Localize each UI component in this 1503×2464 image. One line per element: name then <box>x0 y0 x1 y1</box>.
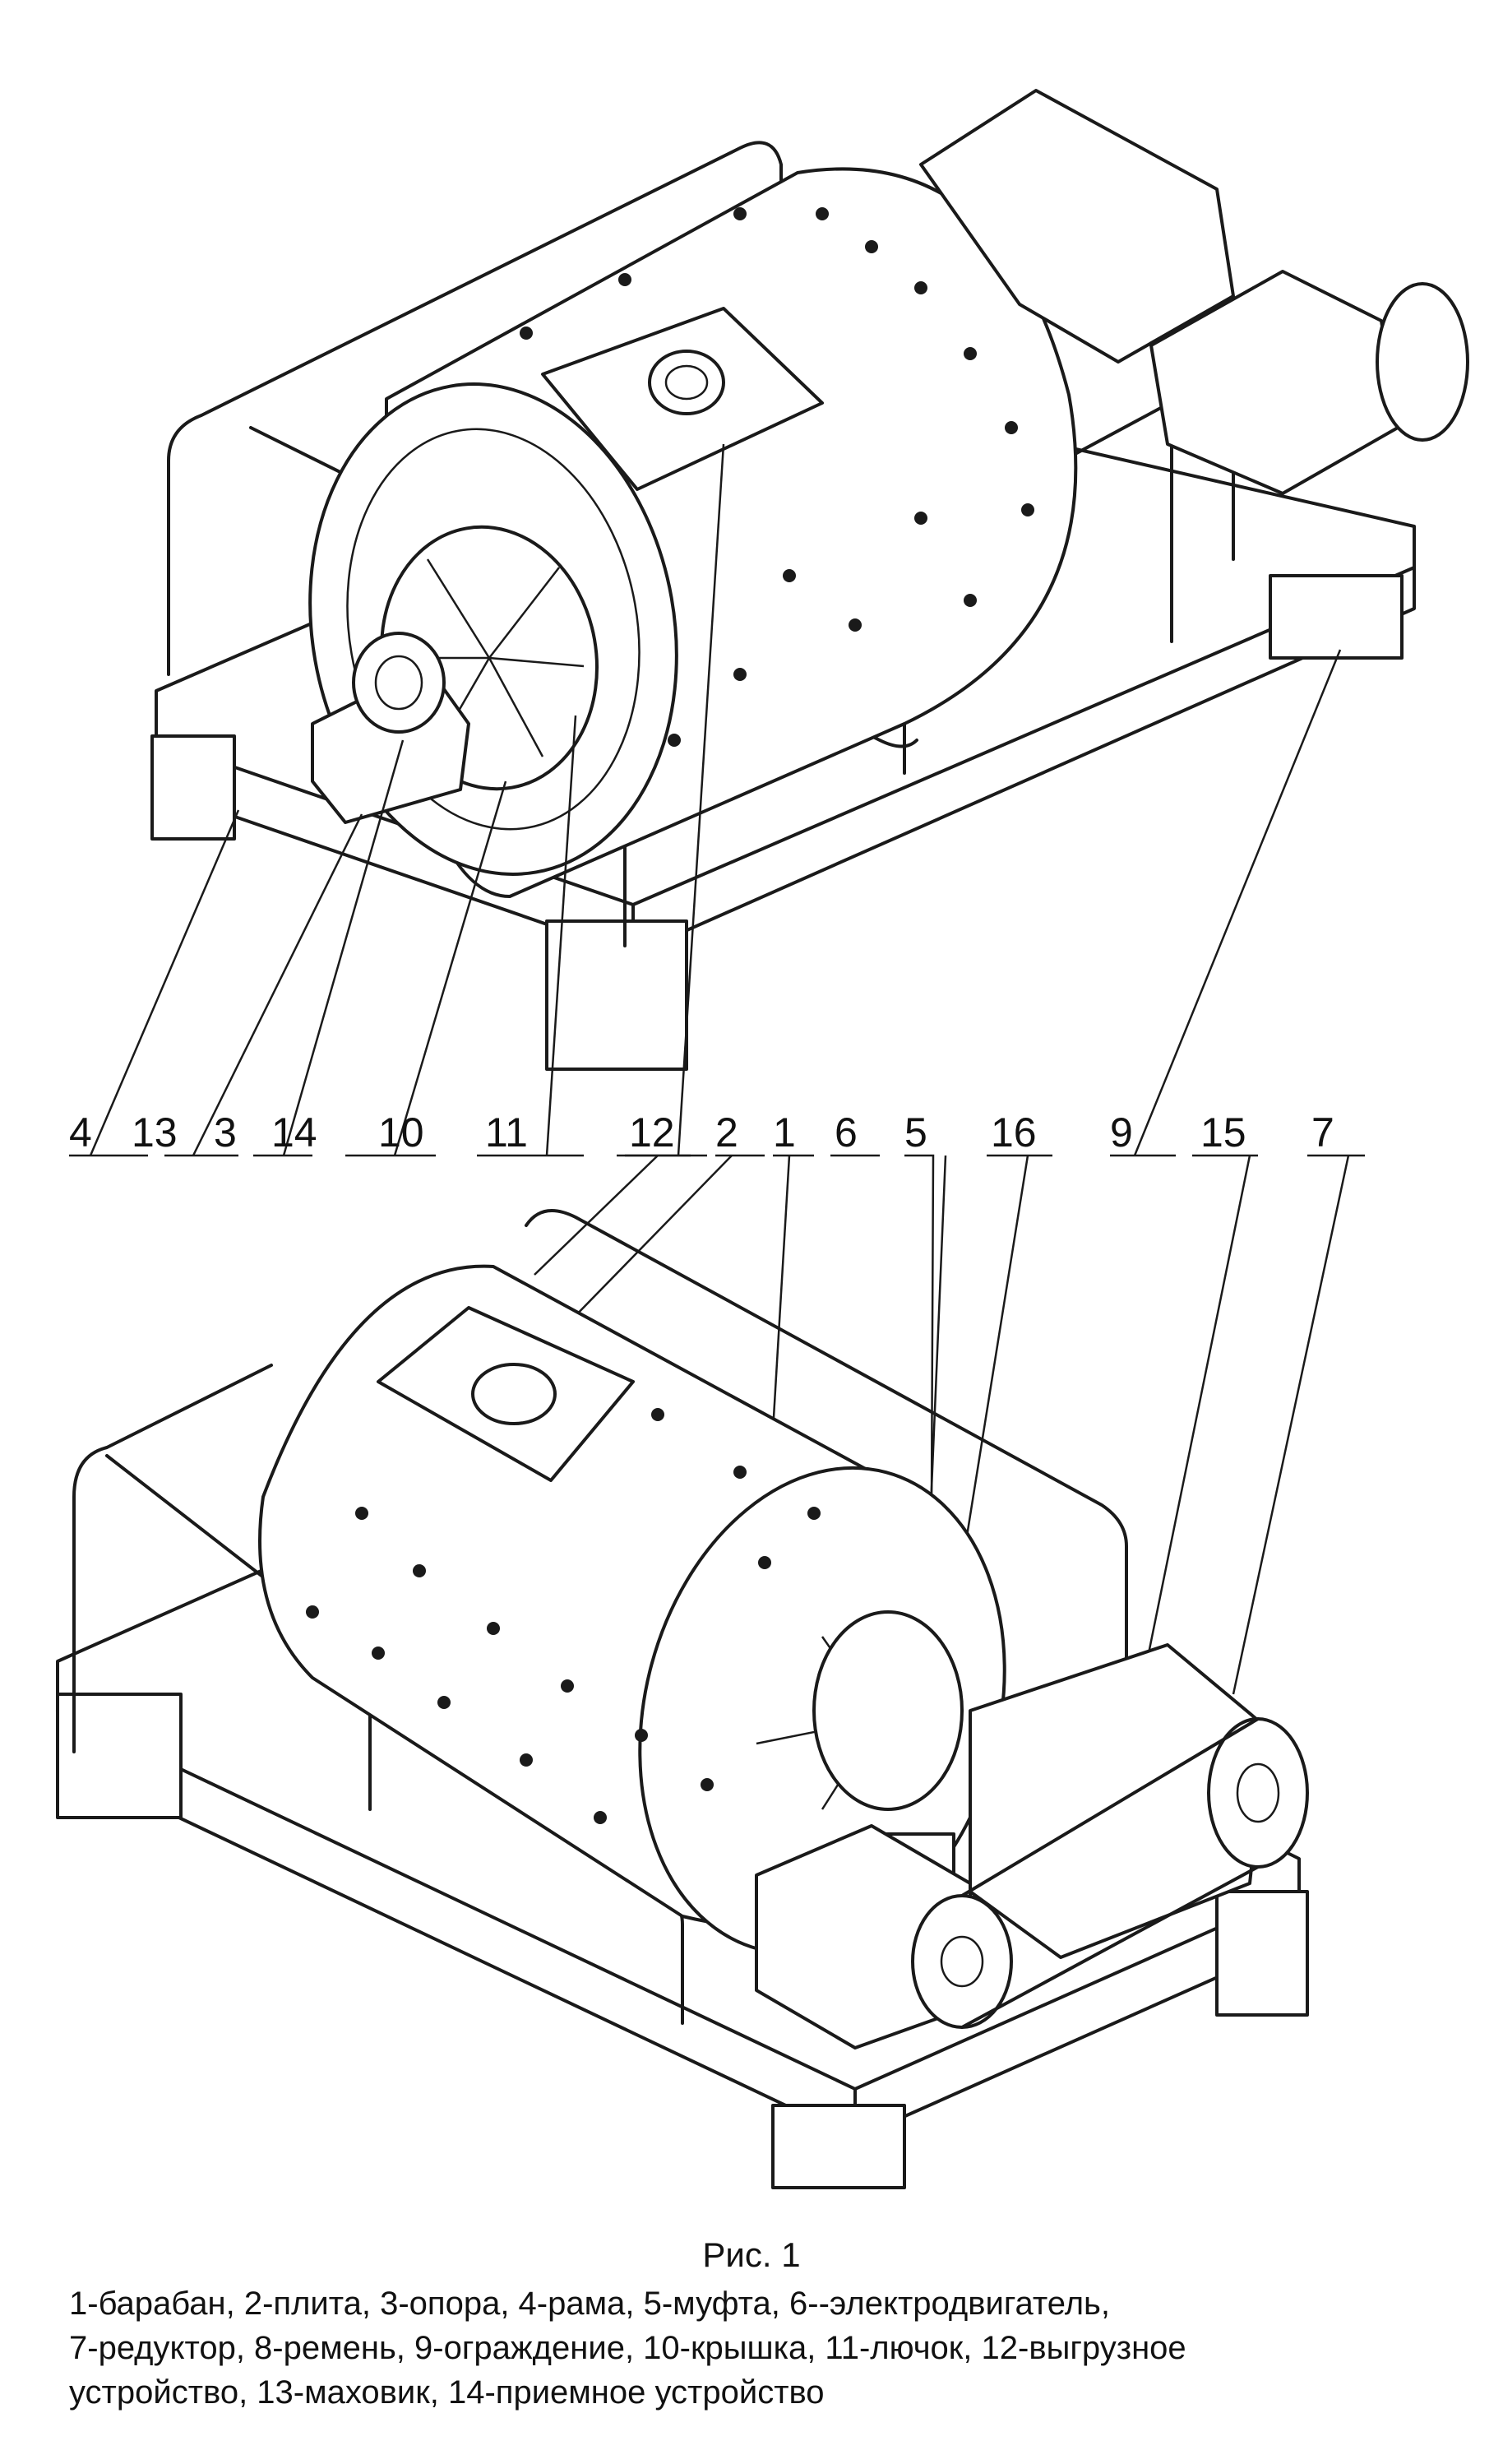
top-flywheel <box>352 632 446 734</box>
callout-5: 5 <box>904 1109 927 1156</box>
top-hatch-lid <box>648 350 725 415</box>
bottom-hatch-lid <box>471 1363 557 1425</box>
bottom-foot-front <box>771 2104 906 2189</box>
top-gearbox <box>919 89 1235 364</box>
callout-4: 4 <box>69 1109 92 1156</box>
bottom-leader-lines <box>534 1154 1365 2016</box>
bottom-foot-left <box>56 1693 183 1819</box>
callout-15: 15 <box>1200 1109 1246 1156</box>
callout-numbers: 4 13 3 14 10 11 12 2 1 6 5 16 9 15 7 <box>69 1109 1334 1156</box>
callout-13: 13 <box>132 1109 178 1156</box>
callout-12: 12 <box>629 1109 675 1156</box>
top-guard-rail-mid <box>249 426 918 748</box>
bottom-foot-right <box>1215 1890 1309 2017</box>
figure-legend: 1-барабан, 2-плита, 3-опора, 4-рама, 5-м… <box>69 2281 1467 2415</box>
callout-16: 16 <box>991 1109 1037 1156</box>
bottom-guard-rail-left <box>72 1364 273 1753</box>
top-foot-left <box>150 734 236 841</box>
mill-drawing: 4 13 3 14 10 11 12 2 1 6 5 16 9 15 7 <box>56 89 1469 2189</box>
bottom-guard-rail-back <box>525 1209 1128 1679</box>
top-leader-lines <box>69 443 1342 1157</box>
callout-7: 7 <box>1311 1109 1334 1156</box>
callout-9: 9 <box>1110 1109 1133 1156</box>
top-view-mill <box>150 89 1469 1071</box>
callout-1: 1 <box>773 1109 796 1156</box>
bottom-belt-lower <box>960 1865 1260 2029</box>
callout-11: 11 <box>485 1109 528 1156</box>
top-foot-front <box>545 919 688 1071</box>
legend-line-2: 7-редуктор, 8-ремень, 9-ограждение, 10-к… <box>69 2330 1186 2366</box>
callout-14: 14 <box>271 1109 317 1156</box>
bottom-belt-upper <box>960 1717 1260 1897</box>
callout-2: 2 <box>715 1109 738 1156</box>
legend-line-1: 1-барабан, 2-плита, 3-опора, 4-рама, 5-м… <box>69 2286 1110 2322</box>
top-foot-right <box>1269 574 1404 660</box>
bottom-coupling <box>812 1610 964 1811</box>
legend-line-3: устройство, 13-маховик, 14-приемное устр… <box>69 2374 825 2411</box>
top-guard-rail-back <box>167 141 783 676</box>
callout-6: 6 <box>835 1109 858 1156</box>
callout-3: 3 <box>214 1109 237 1156</box>
top-belt-guard <box>1376 282 1469 442</box>
bottom-view-mill <box>56 1209 1309 2189</box>
bottom-hatch-plate <box>377 1306 635 1482</box>
figure-caption: Рис. 1 <box>702 2235 801 2274</box>
callout-10: 10 <box>378 1109 424 1156</box>
